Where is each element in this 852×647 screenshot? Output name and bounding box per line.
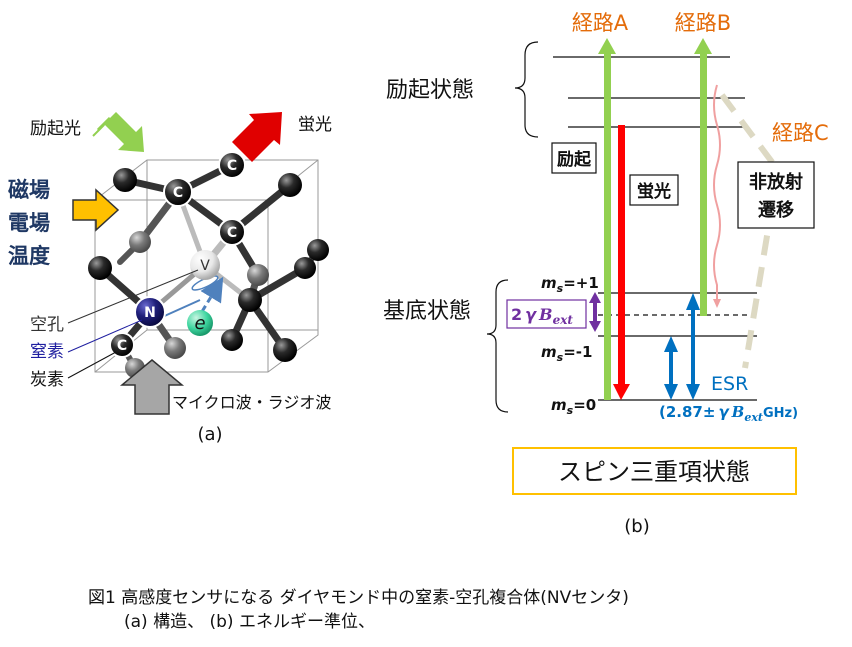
carbon-atom [247,264,269,286]
nitrogen-leader [67,319,143,353]
spin-triplet-box [512,447,797,495]
carbon-atom [129,231,151,253]
vacancy-label: 空孔 [30,315,64,335]
carbon-atom [221,329,243,351]
carbon-atom [273,338,297,362]
carbon-atom [294,257,316,279]
panel-a-label: (a) [197,424,222,445]
excitation-light-label: 励起光 [30,119,81,139]
nonradiative-box [737,161,815,229]
ms-zero-label: ms=0 [551,396,596,417]
excitation-box-label: 励起 [557,149,592,170]
external-field-labels: 磁場 電場 温度 [8,178,50,268]
carbon-atom [218,151,246,179]
panel-b: 経路A 経路B 励起状態 基底状態 ms=+1 ms=-1 ms=0 [383,11,829,537]
nonradiative-label-line1: 非放射 [749,171,803,193]
fluorescence-box [629,174,679,206]
carbon-label: 炭素 [30,370,64,390]
fluorescence-arrow [232,112,282,162]
carbon-atom [164,337,186,359]
path-c-dashed-line [719,93,782,369]
carbon-atom [307,239,329,261]
path-a-label: 経路A [572,11,629,35]
carbon-atom [238,288,262,312]
esr-label: ESR [711,373,748,395]
vacancy-site [190,250,220,280]
caption-line-1: 図1 高感度センサになる ダイヤモンド中の窒素-空孔複合体(NVセンタ) [88,588,629,608]
excitation-light-arrow [92,112,144,152]
excited-state-brace [514,41,539,138]
relaxation-wave-head [713,299,721,308]
carbon-symbol: C [173,185,183,201]
carbon-symbol: C [117,338,127,354]
electron [187,310,213,336]
carbon-atom [218,218,246,246]
microwave-arrow [119,359,185,415]
excitation-arrow-path-a [598,38,616,400]
electron-transfer-arrow [190,276,224,329]
carbon-symbol: C [227,225,237,241]
panel-a: C C C C N V e 励起光 蛍光 磁場 電場 温度 空孔 窒素 [8,112,332,445]
caption-line-2: (a) 構造、 (b) エネルギー準位、 [124,612,375,632]
esr-transition-arrow [686,293,700,400]
excited-state-label: 励起状態 [386,78,474,103]
nitrogen-atom [134,296,166,328]
spin-triplet-label: スピン三重項状態 [558,458,750,486]
ms-minus-one-label: ms=-1 [541,343,592,364]
zeeman-splitting-box [506,299,587,329]
esr-transition-arrow [664,336,678,400]
fluorescence-decay-arrow [613,125,630,400]
carbon-atom [88,256,112,280]
carbon-atom [163,177,193,207]
electron-path-line [159,299,201,319]
temperature-label: 温度 [8,244,50,268]
crystal-atoms [88,151,329,378]
nonradiative-relaxation-wave [713,84,721,300]
nitrogen-label: 窒素 [30,342,64,362]
path-c-label: 経路C [772,121,829,145]
carbon-atom [278,173,302,197]
carbon-atom [109,332,135,358]
external-field-arrow [72,188,120,232]
magnetic-field-label: 磁場 [8,178,50,202]
carbon-atom [113,168,137,192]
figure-caption: 図1 高感度センサになる ダイヤモンド中の窒素-空孔複合体(NVセンタ) (a)… [88,586,629,634]
electric-field-label: 電場 [8,211,50,235]
excitation-arrow-path-b [694,38,712,316]
excitation-box [551,142,597,174]
zeeman-splitting-arrow [589,292,601,332]
fluorescence-box-label: 蛍光 [637,181,671,202]
electron-symbol: e [194,313,205,334]
carbon-leader [67,351,117,379]
carbon-symbol: C [227,158,237,174]
microwave-label: マイクロ波・ラジオ波 [172,393,331,412]
fluorescence-label: 蛍光 [298,115,332,135]
ground-state-brace [486,279,509,413]
panel-b-label: (b) [624,516,649,537]
nonradiative-label-line2: 遷移 [758,199,794,221]
vacancy-leader [67,269,199,324]
ms-plus-one-label: ms=+1 [541,274,599,295]
vacancy-symbol: V [200,258,210,274]
ground-state-label: 基底状態 [383,299,471,324]
nitrogen-symbol: N [144,305,156,321]
path-b-label: 経路B [675,11,731,35]
